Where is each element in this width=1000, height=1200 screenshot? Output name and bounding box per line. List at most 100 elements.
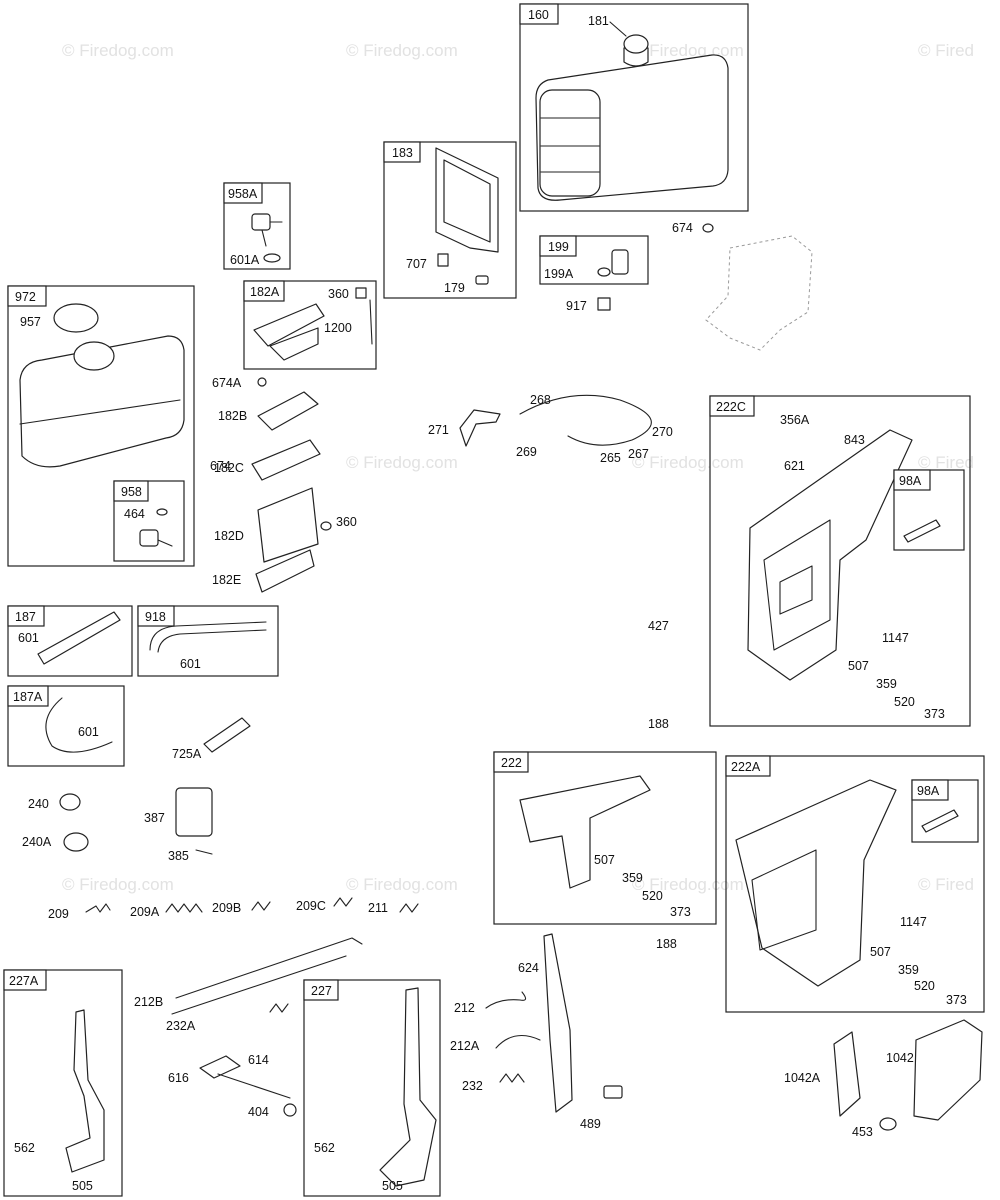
control-bracket-222A[interactable]: [735, 779, 897, 987]
label-269: 269: [516, 445, 537, 459]
cable-268[interactable]: [519, 394, 652, 446]
box-918[interactable]: 918: [137, 605, 279, 677]
box-182A[interactable]: 182A: [243, 280, 377, 370]
clip-917[interactable]: [597, 297, 611, 311]
watermark: © Fired: [918, 875, 974, 894]
box-199[interactable]: 199: [539, 235, 649, 285]
box-160[interactable]: 160: [519, 3, 749, 212]
watermark: © Fired: [918, 41, 974, 60]
label-199A: 199A: [544, 267, 574, 281]
control-bracket-222C[interactable]: [747, 429, 913, 681]
spring-232A[interactable]: [269, 1003, 289, 1013]
spring-209[interactable]: [85, 903, 111, 913]
label-1147-b: 1147: [900, 915, 927, 929]
filter-240A[interactable]: [63, 832, 89, 852]
bracket-182B[interactable]: [257, 391, 319, 431]
bracket-182A[interactable]: [253, 299, 373, 361]
bracket-182D[interactable]: [257, 487, 319, 563]
lever-227[interactable]: [379, 987, 437, 1187]
box-958A[interactable]: 958A: [223, 182, 291, 270]
label-182B: 182B: [218, 409, 247, 423]
spring-211[interactable]: [399, 903, 419, 913]
spring-232[interactable]: [499, 1073, 525, 1083]
filter-240[interactable]: [59, 793, 81, 811]
fuel-tank-160[interactable]: [535, 34, 729, 201]
bracket-616[interactable]: [199, 1055, 241, 1079]
box-222A[interactable]: 222A: [725, 755, 985, 1013]
watermark: © Firedog.com: [346, 875, 458, 894]
box-227A-label: 227A: [9, 974, 39, 988]
label-614: 614: [248, 1053, 269, 1067]
label-232A: 232A: [166, 1019, 196, 1033]
valve-958[interactable]: [139, 508, 173, 547]
label-182C: 182C: [214, 461, 244, 475]
bracket-182E[interactable]: [255, 549, 315, 593]
link-624[interactable]: [543, 933, 573, 1113]
label-188-b: 188: [656, 937, 677, 951]
box-222C[interactable]: 222C: [709, 395, 971, 727]
box-183-label: 183: [392, 146, 413, 160]
spring-209C[interactable]: [333, 897, 353, 907]
spring-212A[interactable]: [495, 1034, 541, 1049]
box-98A-top[interactable]: 98A: [893, 469, 965, 551]
box-183[interactable]: 183: [383, 141, 517, 299]
tank-strap-183[interactable]: [435, 147, 499, 285]
nut-360[interactable]: [355, 287, 367, 299]
box-98A-bottom[interactable]: 98A: [911, 779, 979, 843]
label-1042A: 1042A: [784, 1071, 821, 1085]
bracket-1042[interactable]: [913, 1019, 983, 1121]
box-918-label: 918: [145, 610, 166, 624]
label-360-b: 360: [336, 515, 357, 529]
rod-212B[interactable]: [175, 937, 363, 999]
label-271: 271: [428, 423, 449, 437]
valve-958A[interactable]: [251, 213, 283, 263]
box-958A-label: 958A: [228, 187, 258, 201]
label-404: 404: [248, 1105, 269, 1119]
screw-674A[interactable]: [257, 377, 267, 387]
spring-209A[interactable]: [165, 903, 203, 913]
box-972[interactable]: 972: [7, 285, 195, 567]
box-222-label: 222: [501, 756, 522, 770]
bracket-182C[interactable]: [251, 439, 321, 481]
spring-209B[interactable]: [251, 901, 271, 911]
label-674-mid: 674: [210, 459, 231, 473]
box-98A-top-label: 98A: [899, 474, 922, 488]
washer-404[interactable]: [283, 1103, 297, 1117]
fuel-valve-199[interactable]: [597, 249, 629, 277]
control-bracket-222[interactable]: [519, 775, 651, 889]
fuel-line-187[interactable]: [37, 611, 121, 665]
label-427: 427: [648, 619, 669, 633]
label-507-c: 507: [870, 945, 891, 959]
fuel-line-187A[interactable]: [45, 697, 113, 753]
nut-360-b[interactable]: [320, 521, 332, 531]
spring-98A-bottom[interactable]: [921, 809, 959, 833]
box-958[interactable]: 958: [113, 480, 185, 562]
box-222[interactable]: 222: [493, 751, 717, 925]
tube-725A[interactable]: [203, 717, 251, 753]
label-182E: 182E: [212, 573, 241, 587]
bracket-1042A[interactable]: [833, 1031, 861, 1117]
shaft-614[interactable]: [217, 1073, 291, 1099]
label-182D: 182D: [214, 529, 244, 543]
label-507-a: 507: [848, 659, 869, 673]
spring-212[interactable]: [485, 991, 527, 1009]
fuel-line-918[interactable]: [149, 621, 267, 651]
box-187[interactable]: 187: [7, 605, 133, 677]
fuel-tank-972[interactable]: [19, 335, 185, 468]
fuel-cap-957[interactable]: [53, 303, 99, 333]
box-227[interactable]: 227: [303, 979, 441, 1197]
label-520-a: 520: [894, 695, 915, 709]
box-182A-label: 182A: [250, 285, 280, 299]
spring-98A-top[interactable]: [903, 519, 941, 543]
box-187A-label: 187A: [13, 690, 43, 704]
screw-674[interactable]: [702, 223, 714, 233]
part-387[interactable]: [175, 787, 213, 837]
lever-271[interactable]: [459, 409, 501, 447]
box-187A[interactable]: 187A: [7, 685, 125, 767]
reference-bracket-outline: [705, 235, 813, 351]
lever-227A[interactable]: [65, 1009, 105, 1173]
label-179: 179: [444, 281, 465, 295]
box-227A[interactable]: 227A: [3, 969, 123, 1197]
screw-453[interactable]: [879, 1117, 897, 1131]
bolt-489[interactable]: [603, 1085, 623, 1099]
